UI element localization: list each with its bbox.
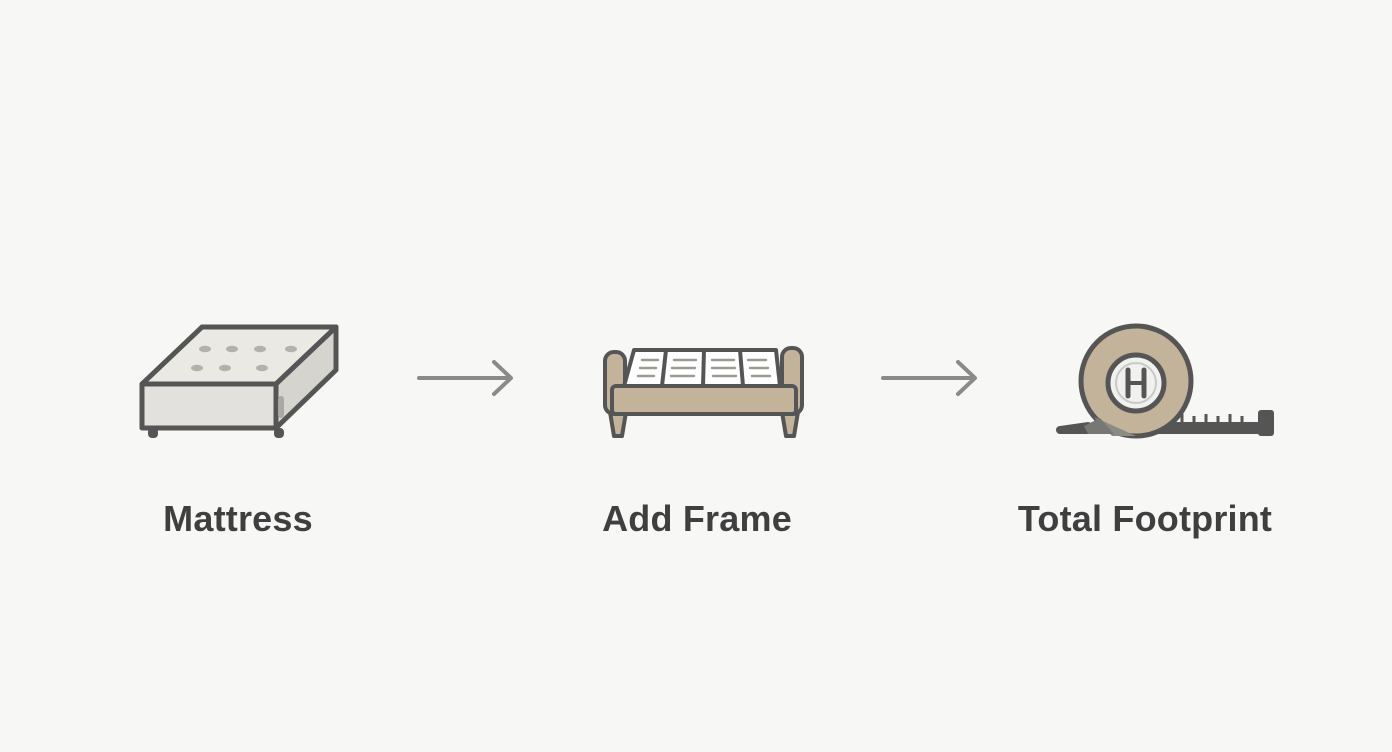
bed-frame-icon — [603, 346, 804, 438]
step-label-mattress: Mattress — [163, 498, 313, 539]
arrow-right-icon — [881, 360, 977, 396]
tape-measure-icon — [1056, 323, 1274, 439]
step-label-total-footprint: Total Footprint — [1017, 498, 1273, 539]
arrow-right-icon — [417, 360, 513, 396]
step-label-add-frame: Add Frame — [602, 498, 792, 539]
mattress-icon — [139, 324, 339, 438]
